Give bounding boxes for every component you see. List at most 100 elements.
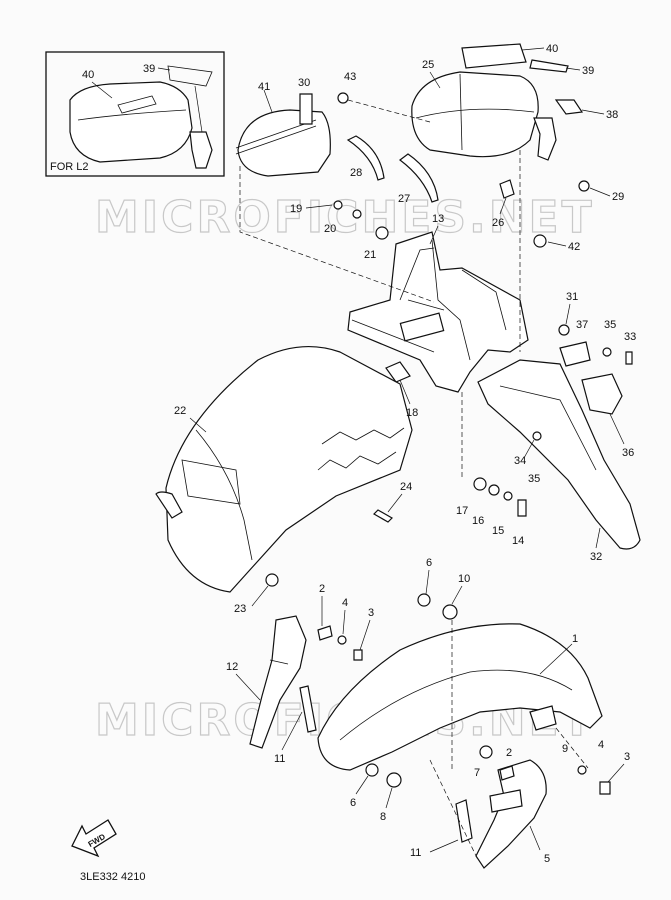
part-40-plate <box>461 43 527 69</box>
callout-4-right: 4 <box>598 739 604 751</box>
inset-callout-40: 40 <box>82 69 94 81</box>
callout-15: 15 <box>492 525 504 537</box>
callout-17: 17 <box>456 505 468 517</box>
part-11-strip-right <box>455 799 473 843</box>
callout-10: 10 <box>458 573 470 585</box>
drawing-code: 3LE332 4210 <box>80 871 145 883</box>
callout-31: 31 <box>566 291 578 303</box>
callout-13: 13 <box>432 213 444 225</box>
callout-41: 41 <box>258 81 270 93</box>
callout-22: 22 <box>174 405 186 417</box>
callout-5: 5 <box>544 853 550 865</box>
part-2-clip-left <box>317 625 333 641</box>
part-10-collar <box>442 604 458 620</box>
callout-32: 32 <box>590 551 602 563</box>
part-19-bolt <box>333 200 343 210</box>
callout-6-upper: 6 <box>426 557 432 569</box>
callout-1: 1 <box>572 633 578 645</box>
callout-28: 28 <box>350 167 362 179</box>
callout-2-right: 2 <box>506 747 512 759</box>
assembly-line-a <box>239 166 435 303</box>
part-29-bolt <box>578 180 590 192</box>
callout-8: 8 <box>380 811 386 823</box>
part-17-nut <box>473 477 487 491</box>
callout-6-lower: 6 <box>350 797 356 809</box>
part-seat-side-bracket <box>533 117 557 161</box>
assembly-line-g <box>555 727 589 769</box>
callout-11-right: 11 <box>410 847 421 859</box>
callout-43: 43 <box>344 71 356 83</box>
part-2-clip-right <box>499 765 515 781</box>
watermark-top: MICROFICHES.NET <box>95 192 595 243</box>
callout-37: 37 <box>576 319 588 331</box>
callouts: 1 2 2 3 3 4 4 5 6 6 7 8 9 10 11 11 12 13… <box>174 43 636 865</box>
callout-35-upper: 35 <box>604 319 616 331</box>
part-26-clip <box>499 179 515 199</box>
part-27-band <box>399 153 439 203</box>
callout-7: 7 <box>474 767 480 779</box>
part-24-screw <box>373 509 393 523</box>
callout-39: 39 <box>582 65 594 77</box>
callout-21: 21 <box>364 249 376 261</box>
part-11-strip-left <box>299 685 317 733</box>
callout-19: 19 <box>290 203 302 215</box>
callout-3-right: 3 <box>624 751 630 763</box>
part-20-washer <box>352 209 362 219</box>
part-28-band <box>346 135 385 181</box>
part-12-stay <box>249 615 307 749</box>
part-18-clip <box>385 361 411 383</box>
part-43-bolt <box>337 92 349 104</box>
part-33-screw <box>625 351 633 365</box>
part-22-rear-fender <box>155 345 413 593</box>
part-1-front-fender <box>317 623 603 771</box>
part-8-collar <box>386 772 402 788</box>
callout-20: 20 <box>324 223 336 235</box>
callout-36: 36 <box>622 447 634 459</box>
callout-23: 23 <box>234 603 246 615</box>
part-4-washer-left <box>337 635 347 645</box>
inset-seat-cowl <box>69 81 193 163</box>
part-3-bolt-left <box>353 649 363 661</box>
callout-11-left: 11 <box>274 753 285 765</box>
part-25-seat-cowl <box>411 71 539 158</box>
part-3-bolt-right <box>599 781 611 795</box>
callout-2-left: 2 <box>319 583 325 595</box>
callout-33: 33 <box>624 331 636 343</box>
callout-14: 14 <box>512 535 524 547</box>
inset-label: FOR L2 <box>50 161 89 173</box>
part-7-collar <box>479 745 493 759</box>
part-21-nut <box>375 226 389 240</box>
assembly-line-f <box>429 759 479 861</box>
part-13-rear-frame <box>347 231 529 393</box>
callout-12: 12 <box>226 661 238 673</box>
part-4-washer-right <box>577 765 587 775</box>
inset-callout-39: 39 <box>143 63 155 75</box>
part-39-strip <box>529 59 569 73</box>
inset-box: 40 39 FOR L2 <box>45 51 225 177</box>
part-34-nut <box>532 431 542 441</box>
part-15-washer <box>503 491 513 501</box>
part-31-nut <box>558 324 570 336</box>
callout-42: 42 <box>568 241 580 253</box>
part-38-bracket <box>554 99 584 115</box>
part-41-case <box>235 89 331 177</box>
callout-34: 34 <box>514 455 526 467</box>
part-6-bolt-upper <box>417 593 431 607</box>
part-6-bolt-lower <box>365 763 379 777</box>
callout-16: 16 <box>472 515 484 527</box>
part-14-bolt <box>517 499 527 517</box>
callout-29: 29 <box>612 191 624 203</box>
callout-38: 38 <box>606 109 618 121</box>
part-16-washer <box>488 484 500 496</box>
part-37-holder <box>559 341 591 367</box>
callout-30: 30 <box>298 77 310 89</box>
callout-35-lower: 35 <box>528 473 540 485</box>
callout-9: 9 <box>562 743 568 755</box>
callout-24: 24 <box>400 481 412 493</box>
fwd-arrow: FWD <box>71 819 117 858</box>
callout-4-left: 4 <box>342 597 348 609</box>
part-32-rear-flap <box>477 359 641 550</box>
callout-25: 25 <box>422 59 434 71</box>
